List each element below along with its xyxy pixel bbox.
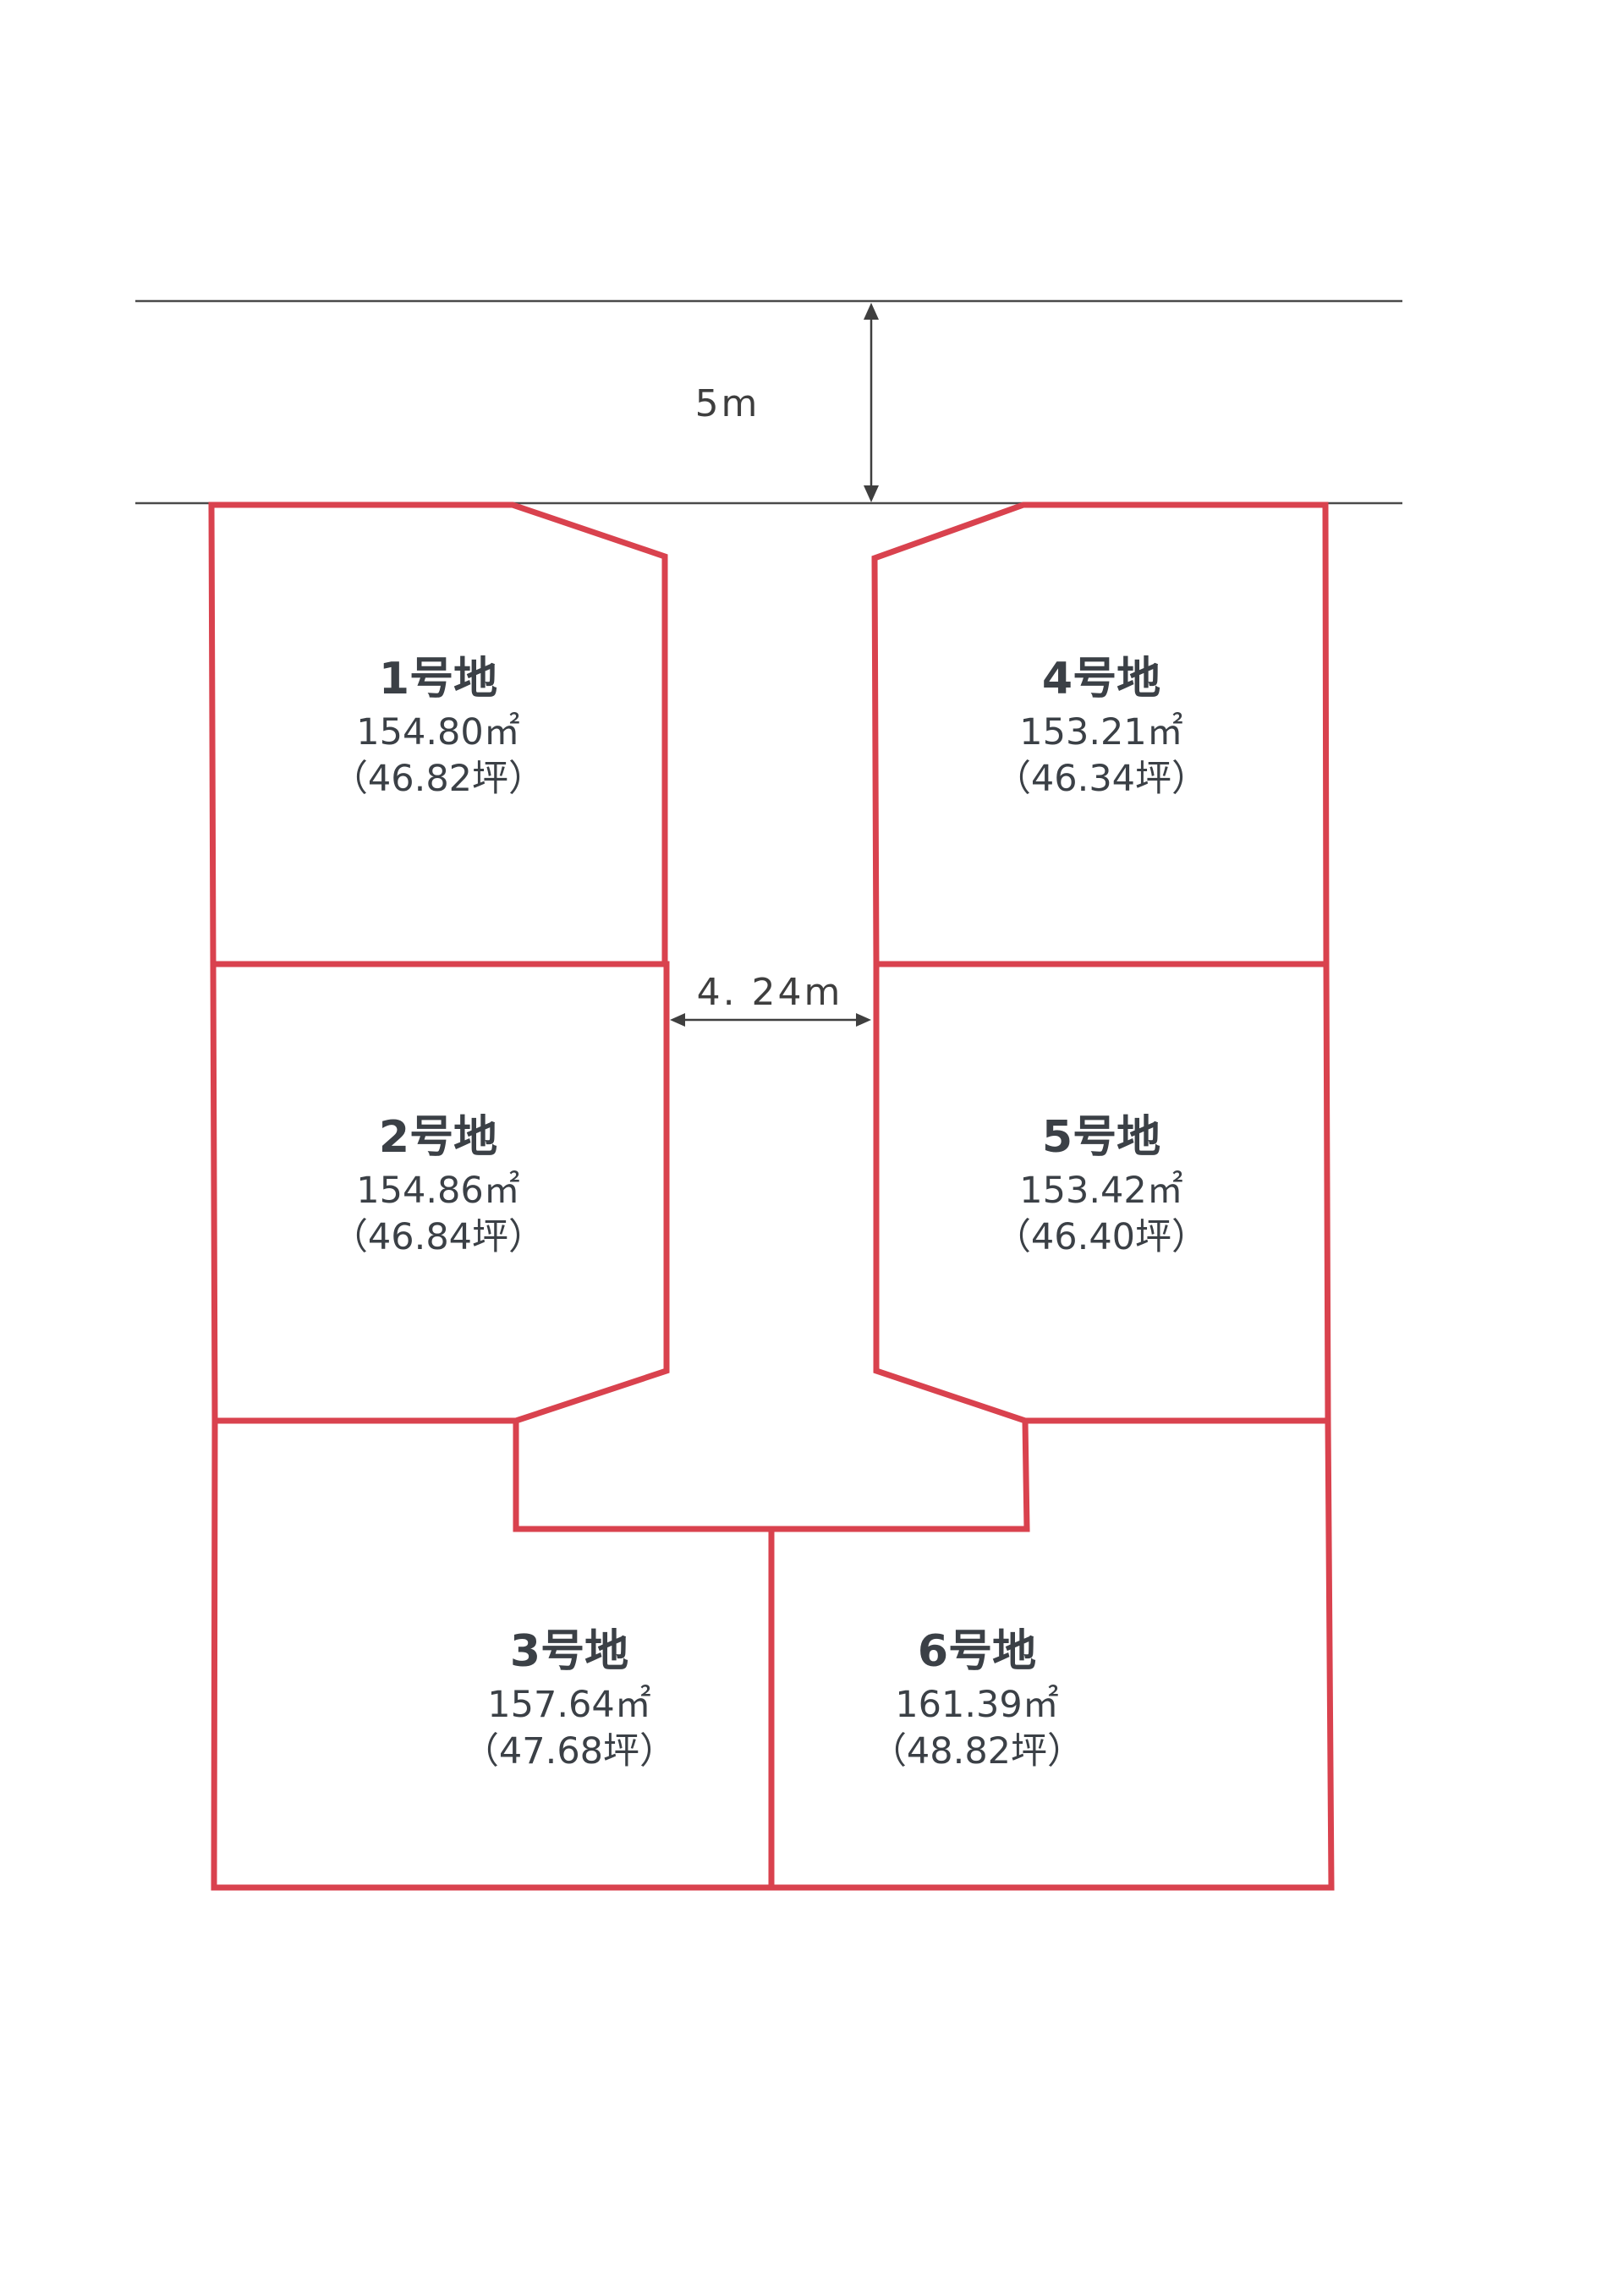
- passage-width-dimension: 4. 24m: [670, 971, 871, 1027]
- lot-1-boundary: [208, 501, 668, 967]
- lot-4-name: 4号地: [1042, 654, 1160, 704]
- lot-3-label: 3号地 157.64㎡ （47.68坪）: [463, 1626, 676, 1773]
- lot-6-label: 6号地 161.39㎡ （48.82坪）: [870, 1626, 1084, 1773]
- lot-5-tsubo: （46.40坪）: [995, 1216, 1208, 1258]
- road-width-dimension: 5m: [695, 303, 879, 502]
- road-width-label: 5m: [695, 382, 760, 425]
- lot-1-label: 1号地 154.80㎡ （46.82坪）: [332, 654, 545, 800]
- lot-2-label: 2号地 154.86㎡ （46.84坪）: [332, 1112, 545, 1258]
- passage-width-label: 4. 24m: [697, 971, 843, 1014]
- lot-1-tsubo: （46.82坪）: [332, 758, 545, 800]
- lot-3-boundary: [211, 1417, 775, 1891]
- lot-6-area: 161.39㎡: [895, 1684, 1058, 1726]
- lot-1-name: 1号地: [379, 654, 497, 704]
- lot-3-area: 157.64㎡: [487, 1684, 650, 1726]
- lot-6-name: 6号地: [918, 1626, 1036, 1677]
- lot-5-label: 5号地 153.42㎡ （46.40坪）: [995, 1112, 1208, 1258]
- lot-2-tsubo: （46.84坪）: [332, 1216, 545, 1258]
- lot-5-area: 153.42㎡: [1019, 1170, 1182, 1212]
- lot-3-name: 3号地: [510, 1626, 628, 1677]
- lot-2-name: 2号地: [379, 1112, 497, 1163]
- lot-2-area: 154.86㎡: [356, 1170, 519, 1212]
- lot-6-tsubo: （48.82坪）: [870, 1730, 1084, 1773]
- lot-5-name: 5号地: [1042, 1112, 1160, 1163]
- lot-6-boundary: [768, 1417, 1335, 1891]
- lot-1-area: 154.80㎡: [356, 711, 519, 753]
- lot-3-tsubo: （47.68坪）: [463, 1730, 676, 1773]
- lot-4-area: 153.21㎡: [1019, 711, 1182, 753]
- lot-4-tsubo: （46.34坪）: [995, 758, 1208, 800]
- lot-2-boundary: [210, 961, 670, 1424]
- lot-4-label: 4号地 153.21㎡ （46.34坪）: [995, 654, 1208, 800]
